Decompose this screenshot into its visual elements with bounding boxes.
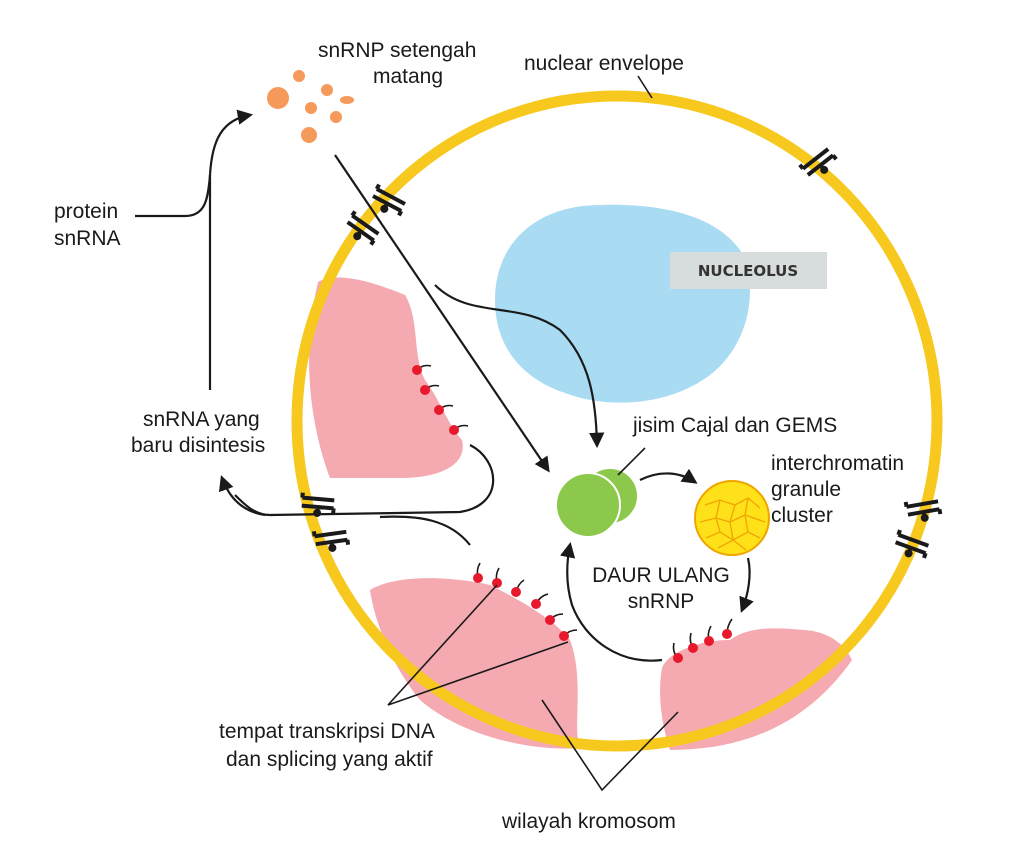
nuclear-pore-icon (372, 183, 406, 217)
nucleolus (495, 204, 750, 403)
immature-snrnp-particles (267, 70, 354, 143)
transcript-strands (412, 364, 733, 663)
nucleolus-label-box (670, 252, 827, 289)
interchromatin-granule-cluster (694, 480, 770, 556)
snrnp-particle-icon (321, 84, 333, 96)
protein-snrna-label-line1: protein (54, 200, 118, 223)
immature-snrnp-label-line1: snRNP setengah (318, 39, 476, 62)
chromosome-territory-bottom-right (660, 628, 852, 750)
snrnp-particle-icon (293, 70, 305, 82)
snrnp-particle-icon (267, 87, 289, 109)
nuclear-pores (300, 147, 943, 559)
recycling-label-line2: snRNP (628, 590, 695, 613)
nuclear-envelope-label: nuclear envelope (524, 52, 684, 75)
nuclear-pore-icon (894, 529, 930, 559)
nuclear-pore-icon (311, 529, 351, 552)
labels: snRNP setengah matang nuclear envelope p… (54, 39, 904, 833)
immature-snrnp-label-line2: matang (373, 65, 443, 88)
new-snrna-label-line2: baru disintesis (131, 434, 265, 457)
igc-label-line1: interchromatin (771, 452, 904, 475)
snrnp-particle-icon (340, 96, 354, 104)
snrnp-particle-icon (301, 127, 317, 143)
new-snrna-label-line1: snRNA yang (143, 408, 260, 431)
chromosome-territory-label: wilayah kromosom (501, 810, 676, 833)
cajal-body (555, 467, 639, 538)
igc-label-line3: cluster (771, 504, 833, 527)
nucleolus-label: NUCLEOLUS (698, 262, 798, 280)
recycling-label-line1: DAUR ULANG (592, 564, 730, 587)
nuclear-pore-icon (346, 210, 380, 246)
nuclear-pore-icon (903, 499, 943, 522)
cajal-label: jisim Cajal dan GEMS (632, 414, 837, 437)
protein-snrna-label-line2: snRNA (54, 227, 121, 250)
nuclear-envelope (291, 90, 943, 752)
nuclear-pore-icon (798, 147, 838, 177)
pathway-arrows (135, 75, 754, 792)
chromosome-territory-bottom-left (370, 578, 580, 749)
igc-label-line2: granule (771, 478, 841, 501)
snrnp-particle-icon (305, 102, 317, 114)
snrnp-particle-icon (330, 111, 342, 123)
transcription-sites-label-line1: tempat transkripsi DNA (219, 720, 435, 743)
transcription-sites-label-line2: dan splicing yang aktif (226, 748, 433, 771)
chromosome-territory-upper-left (309, 277, 463, 478)
